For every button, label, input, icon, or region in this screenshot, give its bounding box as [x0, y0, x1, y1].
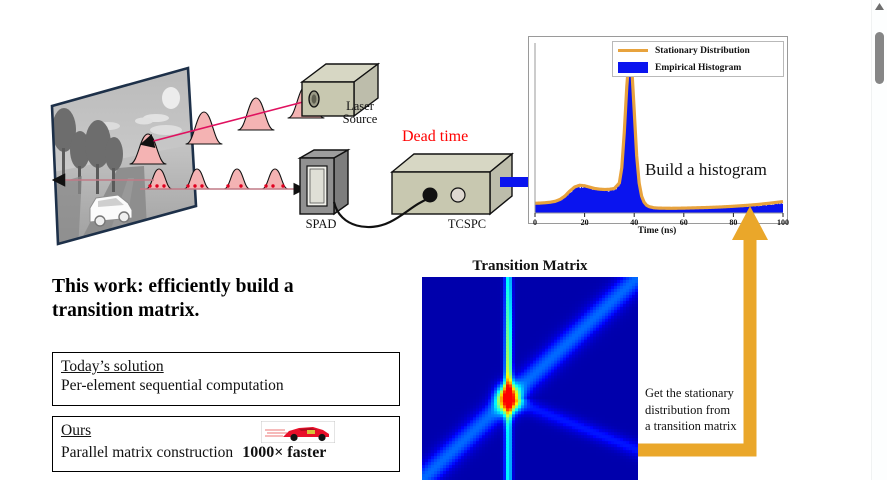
spad-tcspc-cable [332, 198, 431, 229]
transition-matrix-caption: Get the stationary distribution from a t… [645, 385, 780, 435]
claim-line-2: transition matrix. [52, 299, 200, 321]
claim-line-1: This work: efficiently build a [52, 276, 294, 297]
chart-legend: Stationary Distribution Empirical Histog… [612, 41, 784, 77]
speedup-badge: 1000× faster [242, 444, 327, 461]
x-axis-label: Time (ns) [637, 226, 677, 236]
spad-label: SPAD [305, 217, 337, 231]
scrollbar-thumb[interactable] [875, 32, 884, 84]
legend-item-histogram: Empirical Histogram [613, 59, 783, 76]
legend-swatch-line-icon [618, 49, 648, 52]
x-tick-label: 20 [580, 218, 589, 227]
laser-source-label-line1: Laser [346, 99, 374, 113]
page-title: This work: efficiently build a transitio… [52, 275, 402, 323]
ours-solution-title: Ours [61, 422, 92, 439]
race-car-icon [261, 421, 335, 443]
outgoing-pulse-train [129, 85, 327, 165]
caption-line-2: distribution from [645, 402, 731, 417]
tcspc-device [390, 152, 514, 216]
stationary-distribution-curve [534, 53, 784, 210]
transition-matrix-heatmap [422, 277, 638, 480]
laser-source-device [300, 62, 380, 118]
ours-solution-box: Ours Parallel matrix construction 1000× … [52, 416, 400, 472]
today-solution-box: Today’s solution Per-element sequential … [52, 352, 400, 406]
legend-swatch-box-icon [618, 62, 648, 73]
transition-matrix-title: Transition Matrix [472, 258, 588, 274]
caption-line-3: a transition matrix [645, 419, 737, 433]
dead-time-label: Dead time [402, 128, 469, 145]
today-solution-body: Per-element sequential computation [61, 376, 284, 394]
laser-source-label-line2: Source [342, 112, 378, 127]
x-tick-label: 60 [679, 218, 688, 227]
legend-label-stationary: Stationary Distribution [655, 45, 750, 56]
transition-matrix-image [422, 277, 638, 480]
laser-source-label: Laser Source [325, 99, 395, 127]
build-histogram-annotation: Build a histogram [645, 160, 767, 179]
x-tick-label: 40 [630, 218, 639, 227]
ours-solution-body: Parallel matrix construction [61, 444, 234, 461]
scene-return-ray [51, 173, 154, 187]
legend-item-stationary: Stationary Distribution [613, 42, 783, 59]
tcspc-label: TCSPC [447, 217, 487, 231]
scroll-up-arrow-icon[interactable] [872, 0, 887, 14]
caption-line-1: Get the stationary [645, 386, 734, 400]
today-solution-title: Today’s solution [61, 358, 164, 375]
x-tick-label: 80 [729, 218, 738, 227]
vertical-scrollbar[interactable] [871, 0, 887, 480]
orange-arrow-to-histogram [638, 206, 768, 457]
returning-pulse-train [140, 168, 307, 196]
x-tick-label: 0 [533, 218, 537, 227]
histogram-chart [534, 43, 784, 217]
scene-image [50, 66, 198, 246]
x-tick-label: 100 [777, 218, 789, 227]
legend-label-histogram: Empirical Histogram [655, 62, 742, 73]
spad-device [297, 148, 351, 216]
